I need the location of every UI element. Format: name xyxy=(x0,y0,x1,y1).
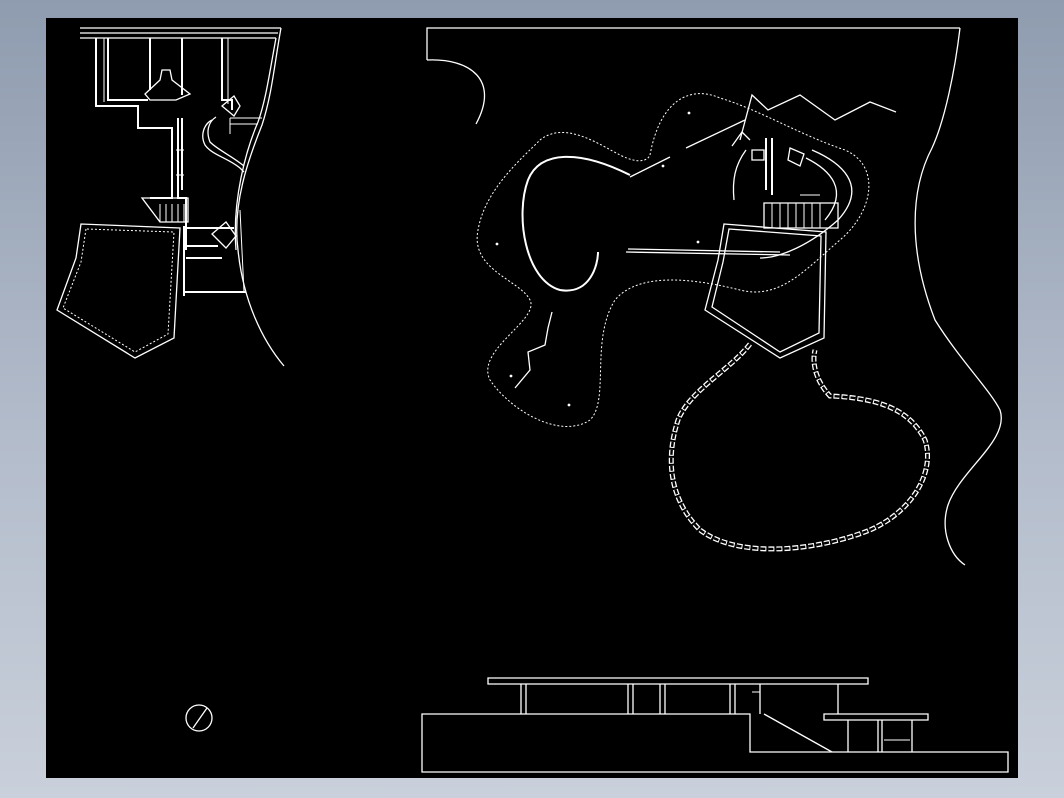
north-arrow xyxy=(185,704,213,732)
elevation xyxy=(421,677,1009,773)
floor-plan xyxy=(56,27,285,367)
site-plan xyxy=(426,27,1002,566)
cad-drawing-canvas[interactable] xyxy=(46,18,1018,778)
